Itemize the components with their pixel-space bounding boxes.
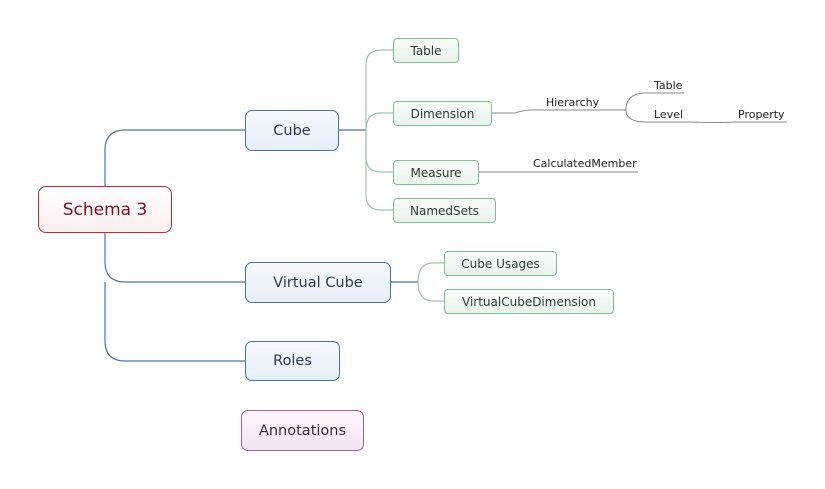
node-dimension-label: Dimension — [410, 106, 475, 121]
link-hierarchy-table — [625, 92, 684, 111]
node-namedsets[interactable]: NamedSets — [393, 198, 496, 223]
node-table-label: Table — [410, 43, 442, 58]
leaf-hierarchy[interactable]: Hierarchy — [546, 96, 600, 109]
root-node-label: Schema 3 — [62, 199, 148, 220]
link-hierarchy-level — [625, 109, 787, 123]
node-virtual-cube-dimension-label: VirtualCubeDimension — [462, 294, 596, 309]
link-dimension-hierarchy — [492, 109, 626, 114]
node-cube-usages-label: Cube Usages — [461, 256, 540, 271]
link-cube-dimension — [365, 112, 393, 131]
link-root-cube — [104, 129, 245, 186]
node-annotations[interactable]: Annotations — [241, 410, 364, 451]
node-virtual-cube-dimension[interactable]: VirtualCubeDimension — [444, 289, 614, 314]
node-namedsets-label: NamedSets — [410, 203, 479, 218]
leaf-property[interactable]: Property — [738, 108, 785, 121]
link-root-roles — [104, 282, 245, 362]
link-cube-namedsets — [365, 130, 393, 211]
leaf-hierarchy-table[interactable]: Table — [654, 79, 683, 92]
node-measure[interactable]: Measure — [393, 160, 479, 185]
node-virtual-cube-label: Virtual Cube — [273, 274, 363, 291]
leaf-level[interactable]: Level — [654, 108, 684, 121]
node-table[interactable]: Table — [393, 38, 459, 63]
node-annotations-label: Annotations — [258, 422, 347, 439]
node-cube-label: Cube — [273, 122, 311, 139]
node-cube-usages[interactable]: Cube Usages — [444, 251, 557, 276]
node-measure-label: Measure — [410, 165, 462, 180]
link-virtual-cube-dimension — [417, 281, 444, 302]
link-virtual-cube-usages — [417, 262, 444, 283]
node-virtual-cube[interactable]: Virtual Cube — [245, 262, 391, 303]
link-cube-measure — [365, 130, 393, 173]
node-roles[interactable]: Roles — [245, 341, 340, 381]
leaf-calculated-member[interactable]: CalculatedMember — [533, 157, 637, 170]
link-cube-table — [365, 49, 393, 130]
link-root-virtual-cube — [104, 233, 245, 283]
node-dimension[interactable]: Dimension — [393, 101, 492, 126]
root-node-schema[interactable]: Schema 3 — [38, 186, 172, 233]
node-cube[interactable]: Cube — [245, 110, 339, 151]
node-roles-label: Roles — [273, 353, 312, 369]
